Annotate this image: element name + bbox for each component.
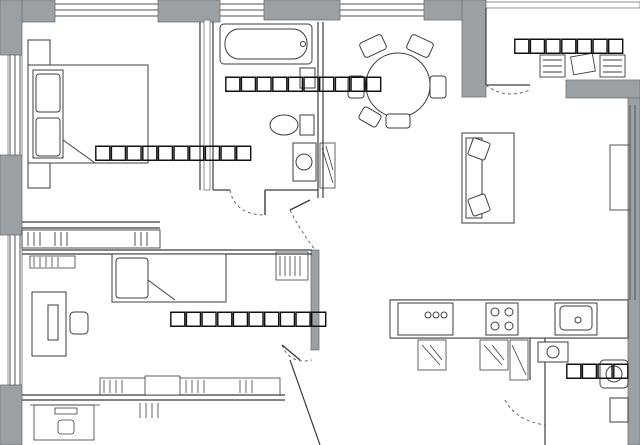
bathtub — [219, 23, 313, 65]
windows — [9, 3, 636, 385]
washbasin — [299, 67, 316, 89]
child-shelf — [29, 251, 309, 281]
wardrobe — [21, 229, 161, 249]
nightstands — [27, 39, 51, 189]
dining-table — [347, 34, 447, 129]
kitchen-counter — [389, 299, 629, 339]
child-room-label: □□□□□□□□□□ — [170, 303, 327, 333]
sofa — [461, 132, 515, 224]
single-bed — [111, 253, 227, 303]
kitchen-lower-cabinets — [417, 339, 529, 381]
balcony-furniture — [539, 52, 626, 78]
utility-fixtures — [537, 341, 629, 423]
bathroom-label: □□□□□□□□□□ — [225, 68, 382, 98]
door-leaves — [264, 190, 311, 361]
desk — [31, 291, 89, 357]
bathroom-shelf — [319, 142, 336, 189]
toilet — [269, 114, 315, 136]
washing-machine — [292, 142, 317, 182]
bookcase-bottom — [30, 375, 281, 441]
double-bed — [27, 64, 149, 164]
bedroom-label: □□□□□□□□□□ — [95, 137, 252, 167]
utility-room-label: □□□□ — [566, 355, 629, 385]
balcony-label: □□□□□□□ — [514, 30, 624, 60]
